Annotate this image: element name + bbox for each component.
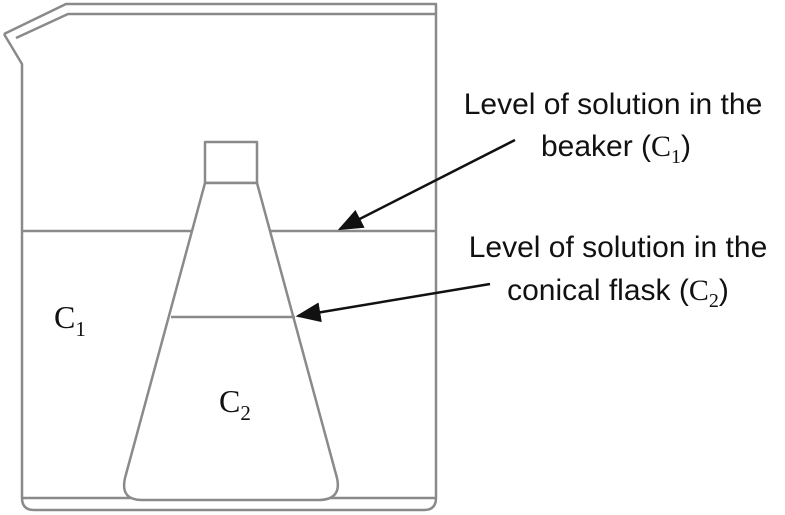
flask-level-label-line1: Level of solution in the [469,231,768,264]
beaker-lip-inner [15,12,436,40]
beaker-spout [3,2,438,36]
conical-flask [122,140,340,502]
beaker-level-arrow [337,138,516,231]
beaker-level-label-line1: Level of solution in the [464,88,763,121]
beaker-left-wall [2,8,438,512]
flask-level-arrow [295,282,491,323]
flask-neck [203,140,259,185]
c1-label: C1 [54,299,86,341]
c2-label: C2 [219,383,251,425]
flask-level-label-line2: conical flask (C2) [507,274,729,312]
beaker [2,2,438,512]
beaker-level-label-line2: beaker (C1) [541,130,691,168]
flask-body [122,181,340,502]
